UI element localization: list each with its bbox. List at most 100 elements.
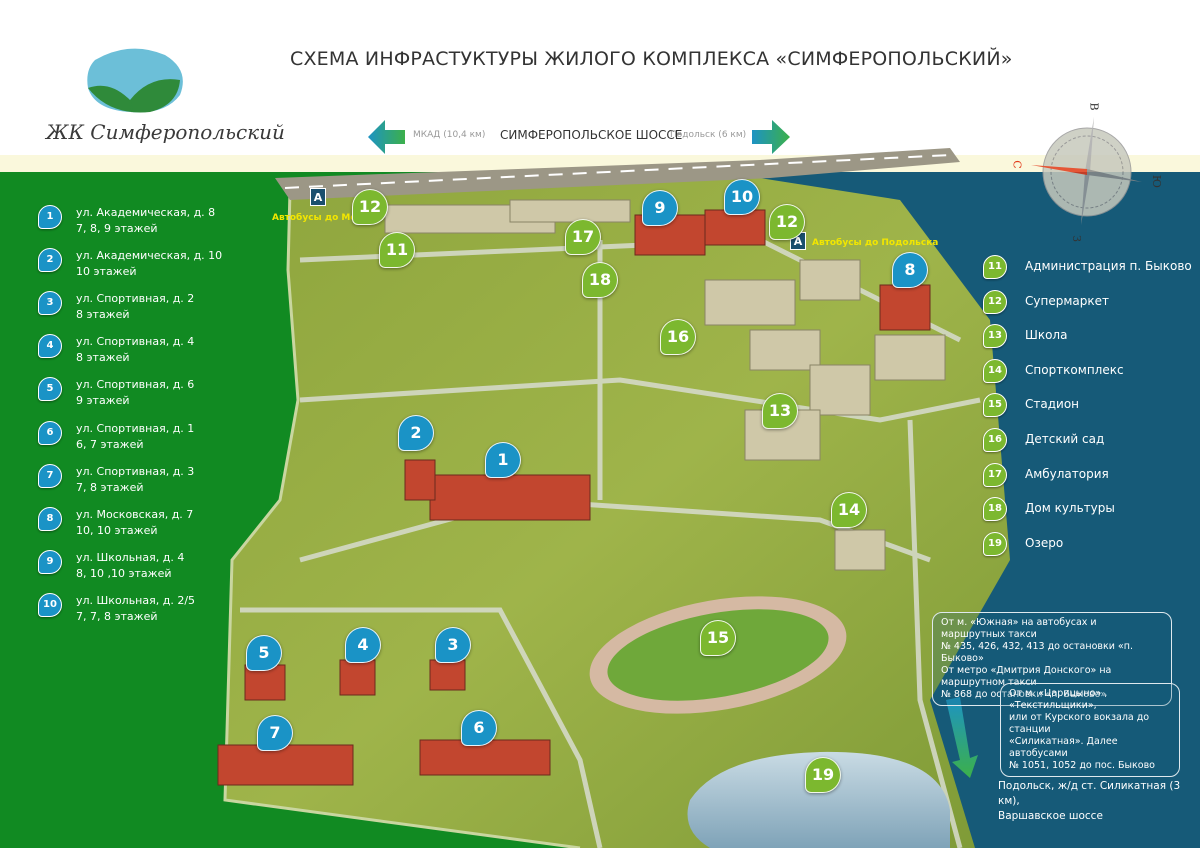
pin-icon: 10 bbox=[38, 593, 62, 617]
legend-item: 16 Детский сад bbox=[983, 428, 1193, 452]
pin-icon: 8 bbox=[38, 507, 62, 531]
pin-icon: 18 bbox=[983, 497, 1007, 522]
legend-item: 6 ул. Спортивная, д. 1 6, 7 этажей bbox=[38, 421, 258, 461]
legend-address: ул. Академическая, д. 8 bbox=[76, 206, 216, 219]
legend-floors: 6, 7 этажей bbox=[76, 438, 144, 451]
legend-address: ул. Спортивная, д. 2 bbox=[76, 292, 195, 305]
bus-stop-label: Автобусы до Подольска bbox=[812, 238, 939, 248]
pin-icon: 17 bbox=[983, 462, 1007, 487]
map-marker-residential[interactable]: 5 bbox=[246, 635, 282, 671]
pin-icon: 1 bbox=[38, 205, 62, 229]
dest-line: Варшавское шоссе bbox=[998, 810, 1103, 822]
legend-address: ул. Школьная, д. 2/5 bbox=[76, 594, 196, 607]
legend-floors: 8, 10 ,10 этажей bbox=[76, 567, 172, 580]
map-marker-infrastructure[interactable]: 15 bbox=[700, 620, 736, 656]
compass-label: В bbox=[1087, 102, 1101, 111]
legend-item: 18 Дом культуры bbox=[983, 497, 1193, 522]
pin-icon: 11 bbox=[983, 255, 1007, 279]
legend-floors: 7, 7, 8 этажей bbox=[76, 610, 158, 623]
legend-floors: 7, 8, 9 этажей bbox=[76, 222, 158, 235]
logo-text: ЖК Симферопольский bbox=[46, 120, 285, 144]
legend-floors: 9 этажей bbox=[76, 394, 130, 407]
legend-item: 8 ул. Московская, д. 7 10, 10 этажей bbox=[38, 507, 258, 547]
pin-icon: 19 bbox=[983, 531, 1007, 556]
map-marker-residential[interactable]: 4 bbox=[345, 627, 381, 663]
arrow-down-icon bbox=[946, 697, 978, 778]
legend-item: 17 Амбулатория bbox=[983, 462, 1193, 487]
map-marker-infrastructure[interactable]: 12 bbox=[352, 189, 388, 225]
directions-info-box: От м. «Южная» на автобусах и маршрутных … bbox=[932, 612, 1172, 706]
pin-icon: 3 bbox=[38, 291, 62, 315]
legend-label: Спорткомплекс bbox=[1025, 362, 1124, 377]
map-marker-residential[interactable]: 2 bbox=[398, 415, 434, 451]
map-marker-residential[interactable]: 9 bbox=[642, 190, 678, 226]
map-marker-infrastructure[interactable]: 12 bbox=[769, 204, 805, 240]
legend-label: Школа bbox=[1025, 328, 1068, 343]
pin-icon: 7 bbox=[38, 464, 62, 488]
legend-floors: 10 этажей bbox=[76, 265, 137, 278]
legend-floors: 10, 10 этажей bbox=[76, 524, 158, 537]
legend-item: 3 ул. Спортивная, д. 2 8 этажей bbox=[38, 291, 258, 331]
info-line: № 435, 426, 432, 413 до остановки «п. Бы… bbox=[941, 641, 1133, 664]
map-marker-infrastructure[interactable]: 11 bbox=[379, 232, 415, 268]
info-line: От м. «Царицыно» , «Текстильщики», bbox=[1009, 688, 1108, 711]
compass-label: Ю bbox=[1150, 174, 1164, 189]
compass-label: З bbox=[1069, 235, 1083, 242]
bus-stop-label: Автобусы до Москвы bbox=[272, 213, 382, 223]
logo-leaf-icon bbox=[87, 48, 183, 113]
legend-floors: 8 этажей bbox=[76, 351, 130, 364]
map-marker-infrastructure[interactable]: 18 bbox=[582, 262, 618, 298]
page-title: СХЕМА ИНФРАСТУКТУРЫ ЖИЛОГО КОМПЛЕКСА «СИ… bbox=[290, 48, 1013, 70]
directions-info-box: От м. «Царицыно» , «Текстильщики», или о… bbox=[1000, 683, 1180, 777]
info-line: «Силикатная». Далее автобусами bbox=[1009, 736, 1118, 759]
highway-left-destination: МКАД (10,4 км) bbox=[413, 130, 486, 140]
map-marker-residential[interactable]: 10 bbox=[724, 179, 760, 215]
legend-floors: 8 этажей bbox=[76, 308, 130, 321]
pin-icon: 6 bbox=[38, 421, 62, 445]
legend-label: Детский сад bbox=[1025, 432, 1105, 446]
map-marker-residential[interactable]: 8 bbox=[892, 252, 928, 288]
info-line: или от Курского вокзала до станции bbox=[1009, 712, 1150, 735]
map-marker-infrastructure[interactable]: 16 bbox=[660, 319, 696, 355]
compass-icon bbox=[1031, 117, 1142, 225]
map-marker-infrastructure[interactable]: 13 bbox=[762, 393, 798, 429]
dest-line: Подольск, ж/д ст. Силикатная (3 км), bbox=[998, 780, 1181, 807]
highway-road bbox=[275, 148, 960, 200]
map-marker-residential[interactable]: 6 bbox=[461, 710, 497, 746]
map-marker-residential[interactable]: 1 bbox=[485, 442, 521, 478]
map-marker-residential[interactable]: 7 bbox=[257, 715, 293, 751]
legend-address: ул. Академическая, д. 10 bbox=[76, 249, 223, 262]
legend-item: 10 ул. Школьная, д. 2/5 7, 7, 8 этажей bbox=[38, 593, 258, 633]
highway-right-destination: Подольск (6 км) bbox=[670, 130, 747, 140]
compass-label-north: С bbox=[1010, 160, 1024, 169]
map-marker-infrastructure[interactable]: 19 bbox=[805, 757, 841, 793]
pin-icon: 9 bbox=[38, 550, 62, 574]
legend-address: ул. Спортивная, д. 1 bbox=[76, 422, 195, 435]
legend-label: Озеро bbox=[1025, 535, 1064, 550]
legend-label: Дом культуры bbox=[1025, 501, 1115, 516]
legend-label: Стадион bbox=[1025, 397, 1080, 412]
legend-label: Амбулатория bbox=[1025, 466, 1109, 481]
map-marker-residential[interactable]: 3 bbox=[435, 627, 471, 663]
pin-icon: 5 bbox=[38, 377, 62, 401]
pin-icon: 16 bbox=[983, 428, 1007, 452]
info-line: От метро «Дмитрия Донского» на маршрутно… bbox=[941, 665, 1112, 688]
legend-label: Администрация п. Быково bbox=[1025, 259, 1192, 273]
legend-item: 11 Администрация п. Быково bbox=[983, 255, 1193, 279]
legend-address: ул. Московская, д. 7 bbox=[76, 508, 194, 521]
map-marker-infrastructure[interactable]: 14 bbox=[831, 492, 867, 528]
legend-address: ул. Спортивная, д. 3 bbox=[76, 465, 195, 478]
pin-icon: 14 bbox=[983, 358, 1007, 383]
info-line: № 1051, 1052 до пос. Быково bbox=[1009, 760, 1155, 771]
legend-address: ул. Спортивная, д. 6 bbox=[76, 378, 195, 391]
legend-item: 19 Озеро bbox=[983, 531, 1193, 556]
bus-stop-icon: A bbox=[310, 188, 326, 206]
map-marker-infrastructure[interactable]: 17 bbox=[565, 219, 601, 255]
info-line: № 868 до остановки «п. Быково» bbox=[941, 689, 1107, 700]
